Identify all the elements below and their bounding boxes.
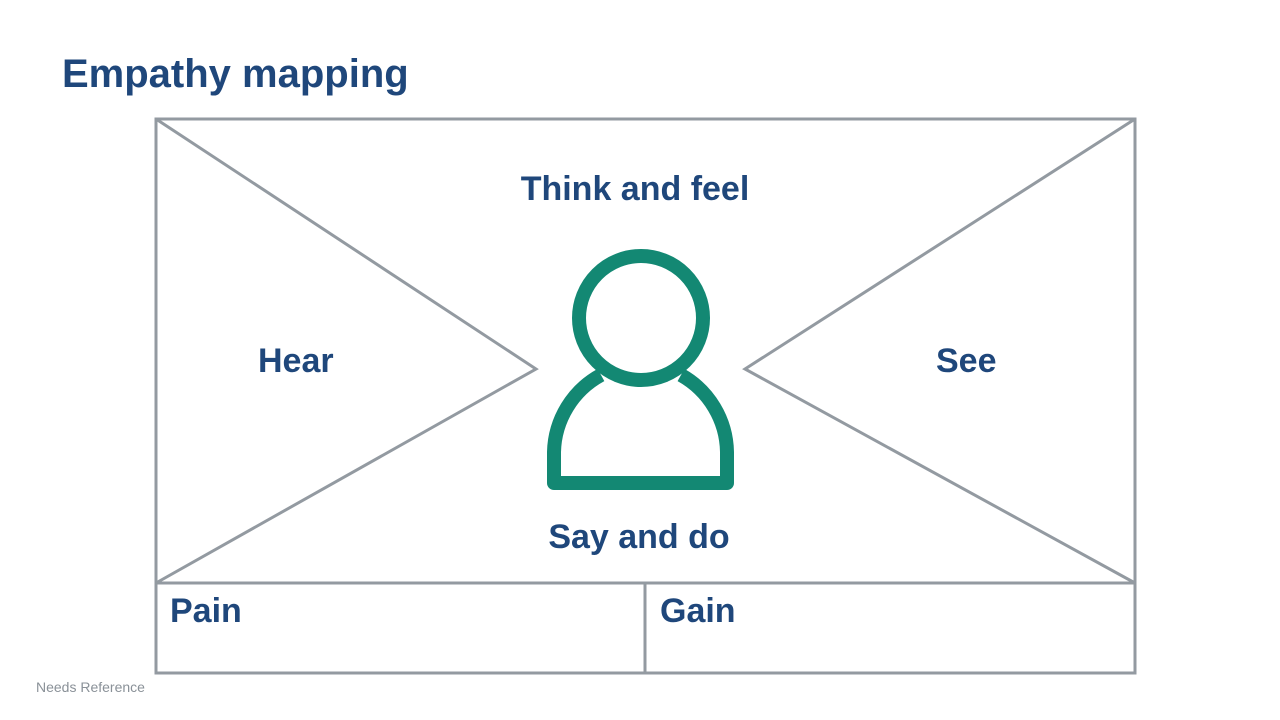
say-and-do-label: Say and do bbox=[548, 518, 730, 556]
hear-label: Hear bbox=[258, 342, 334, 380]
see-wedge bbox=[742, 117, 1136, 585]
see-label: See bbox=[936, 342, 997, 380]
gain-label: Gain bbox=[660, 592, 736, 630]
hear-wedge bbox=[155, 117, 539, 585]
think-and-feel-label: Think and feel bbox=[520, 170, 750, 208]
page-title: Empathy mapping bbox=[62, 52, 409, 96]
person-icon bbox=[547, 249, 734, 490]
footer-note: Needs Reference bbox=[36, 679, 145, 695]
pain-label: Pain bbox=[170, 592, 242, 630]
